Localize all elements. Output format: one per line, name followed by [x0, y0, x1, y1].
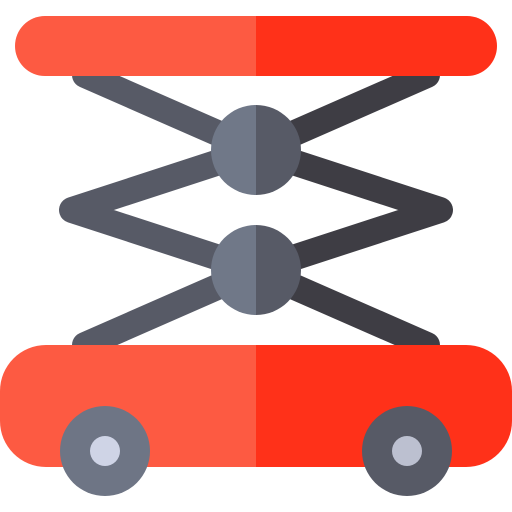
top-platform	[15, 16, 497, 76]
upper-joint	[211, 105, 301, 195]
arm-middle-left	[59, 137, 269, 283]
arm-middle-right	[243, 137, 453, 283]
right-wheel	[362, 406, 452, 496]
left-wheel-hub	[90, 436, 120, 466]
lower-joint	[211, 225, 301, 315]
right-wheel-hub	[392, 436, 422, 466]
left-wheel	[60, 406, 150, 496]
